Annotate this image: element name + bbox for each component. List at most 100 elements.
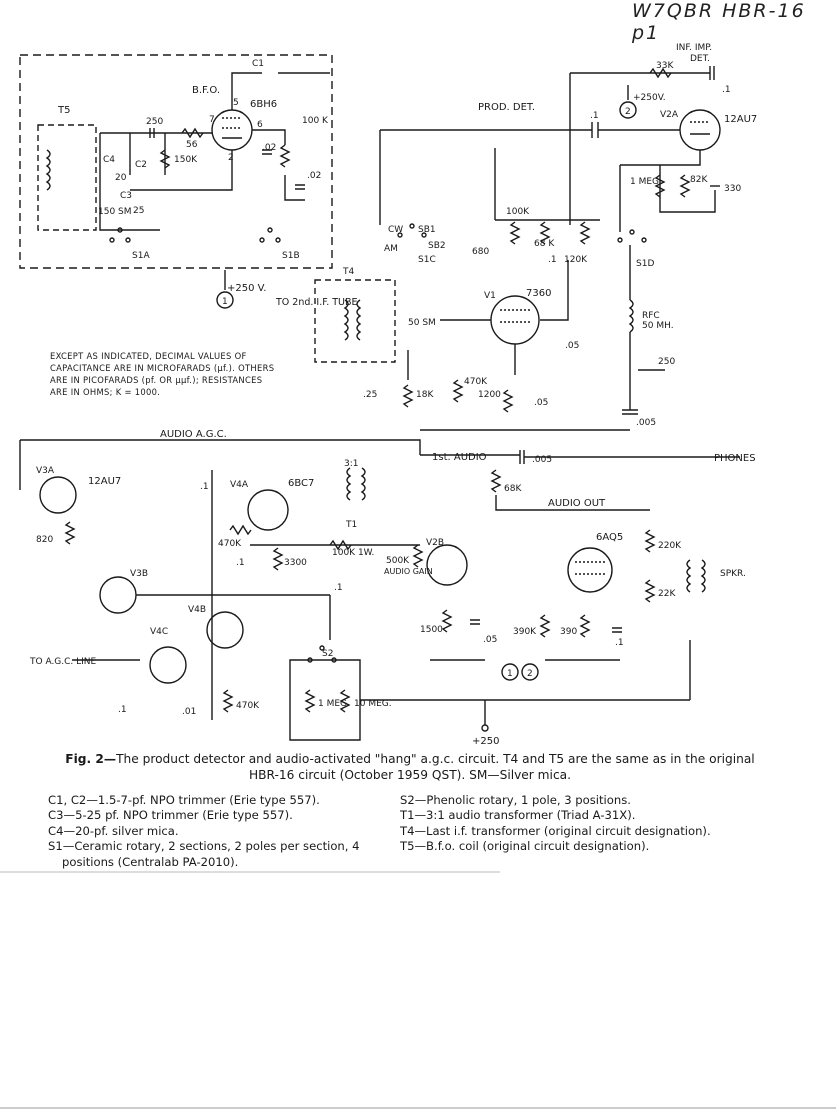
t4-can [314, 279, 396, 363]
tube-v4c [149, 646, 187, 684]
label-c1-inf: .1 [722, 85, 731, 95]
label-t4: T4 [342, 267, 354, 277]
label-phones: PHONES [714, 453, 756, 464]
r10meg [339, 689, 351, 713]
label-c1-agc: .1 [118, 705, 127, 715]
label-c2: C2 [135, 160, 147, 170]
label-c005-rfc: .005 [636, 418, 656, 428]
label-s1c: S1C [418, 255, 436, 265]
label-r18k: 18K [416, 390, 434, 400]
r1500 [441, 609, 453, 633]
label-c25-t4: .25 [363, 390, 377, 400]
r1meg-a [654, 174, 666, 198]
r470k-b [222, 689, 234, 713]
tube-v3a [39, 476, 77, 514]
r100k-v1 [509, 221, 521, 245]
tube-7360 [490, 295, 540, 345]
label-c005-aud: .005 [532, 455, 552, 465]
label-det: DET. [690, 54, 710, 64]
r68k-v1 [539, 221, 551, 245]
label-c25: 25 [133, 206, 144, 216]
label-r820: 820 [36, 535, 53, 545]
label-r82k: 82K [690, 175, 708, 185]
r390 [579, 614, 591, 638]
label-r390: 390 [560, 627, 577, 637]
label-r33k: 33K [656, 61, 674, 71]
marker-2b: 2 [527, 669, 533, 679]
label-t1-ratio: 3:1 [344, 459, 358, 469]
label-r1meg-a: 1 MEG. [630, 177, 662, 187]
label-s1d: S1D [636, 259, 654, 269]
label-r10meg: 10 MEG. [354, 699, 392, 709]
label-spkr: SPKR. [720, 569, 746, 579]
label-t1: T1 [345, 520, 357, 530]
label-7360: 7360 [526, 288, 551, 299]
label-am: AM [384, 244, 398, 254]
r3300 [272, 547, 284, 571]
label-audio-gain: AUDIO GAIN [384, 567, 433, 576]
t5-coil [45, 149, 51, 191]
r33k [649, 67, 672, 79]
r470k-v1 [452, 379, 464, 403]
r56 [181, 127, 204, 139]
figure-caption: Fig. 2—The product detector and audio-ac… [50, 751, 770, 783]
label-sb1: SB1 [418, 225, 436, 235]
label-r100k-v1: 100K [506, 207, 530, 217]
handwritten-note: W7QBR HBR-16 p1 [632, 0, 806, 44]
label-plus250-1: +250 V. [227, 283, 266, 294]
label-bfo: B.F.O. [192, 85, 220, 96]
marker-2a: 2 [625, 107, 631, 117]
label-v4c: V4C [150, 627, 168, 637]
r1meg-b [304, 689, 316, 713]
label-r100k-1w: 100K 1W. [332, 548, 374, 558]
r68k-aud [490, 469, 502, 493]
label-c1-prod: .1 [590, 111, 599, 121]
label-v3b: V3B [130, 569, 148, 579]
label-p2: 2 [228, 153, 234, 163]
label-c1-v1: .1 [548, 255, 557, 265]
label-c05-b: .05 [534, 398, 548, 408]
label-v3a: V3A [36, 466, 55, 476]
label-sb2: SB2 [428, 241, 446, 251]
label-r470k-v1: 470K [464, 377, 488, 387]
label-v2b: V2B [426, 538, 444, 548]
parts-item: C3—5-25 pf. NPO trimmer (Erie type 557). [48, 808, 293, 823]
label-r120k: 120K [564, 255, 588, 265]
parts-item: S2—Phenolic rotary, 1 pole, 3 positions. [400, 793, 631, 807]
r22k [644, 579, 656, 603]
label-v1: V1 [484, 291, 496, 301]
r120k [579, 221, 591, 245]
label-first-audio: 1st. AUDIO [432, 452, 487, 463]
r100k-bfo [279, 144, 291, 168]
label-c02a: .02 [262, 143, 276, 153]
label-r68k-v1: 68 K [534, 239, 555, 249]
label-c01: .01 [182, 707, 196, 717]
label-s2: S2 [322, 649, 333, 659]
label-p6: 6 [257, 120, 263, 130]
label-inf-imp: INF. IMP. [676, 43, 712, 53]
label-c05-v2b: .05 [483, 635, 497, 645]
label-r150k: 150K [174, 155, 198, 165]
parts-list-right: S2—Phenolic rotary, 1 pole, 3 positions.… [400, 793, 730, 855]
r470k-a [229, 524, 252, 536]
parts-item: C1, C2—1.5-7-pf. NPO trimmer (Erie type … [48, 793, 320, 807]
label-v4b: V4B [188, 605, 206, 615]
audio-out-box [545, 510, 690, 640]
tube-6bc7-v4a [247, 489, 289, 531]
label-p7: 7 [209, 115, 215, 125]
label-c05-v1: .05 [565, 341, 579, 351]
label-plus250-2: +250V. [633, 93, 666, 103]
label-p5: 5 [233, 98, 239, 108]
label-c3: C3 [120, 191, 132, 201]
label-6aq5: 6AQ5 [596, 532, 623, 543]
label-r56: 56 [186, 140, 198, 150]
label-c1: C1 [252, 59, 264, 69]
label-c250: 250 [146, 117, 163, 127]
label-rfc: RFC [642, 311, 660, 321]
caption-text: The product detector and audio-activated… [116, 752, 755, 782]
r82k [679, 174, 691, 198]
label-6bc7: 6BC7 [288, 478, 314, 489]
label-r1meg-b: 1 MEG. [318, 699, 350, 709]
label-c02b: .02 [307, 171, 321, 181]
label-c250-rfc: 250 [658, 357, 675, 367]
